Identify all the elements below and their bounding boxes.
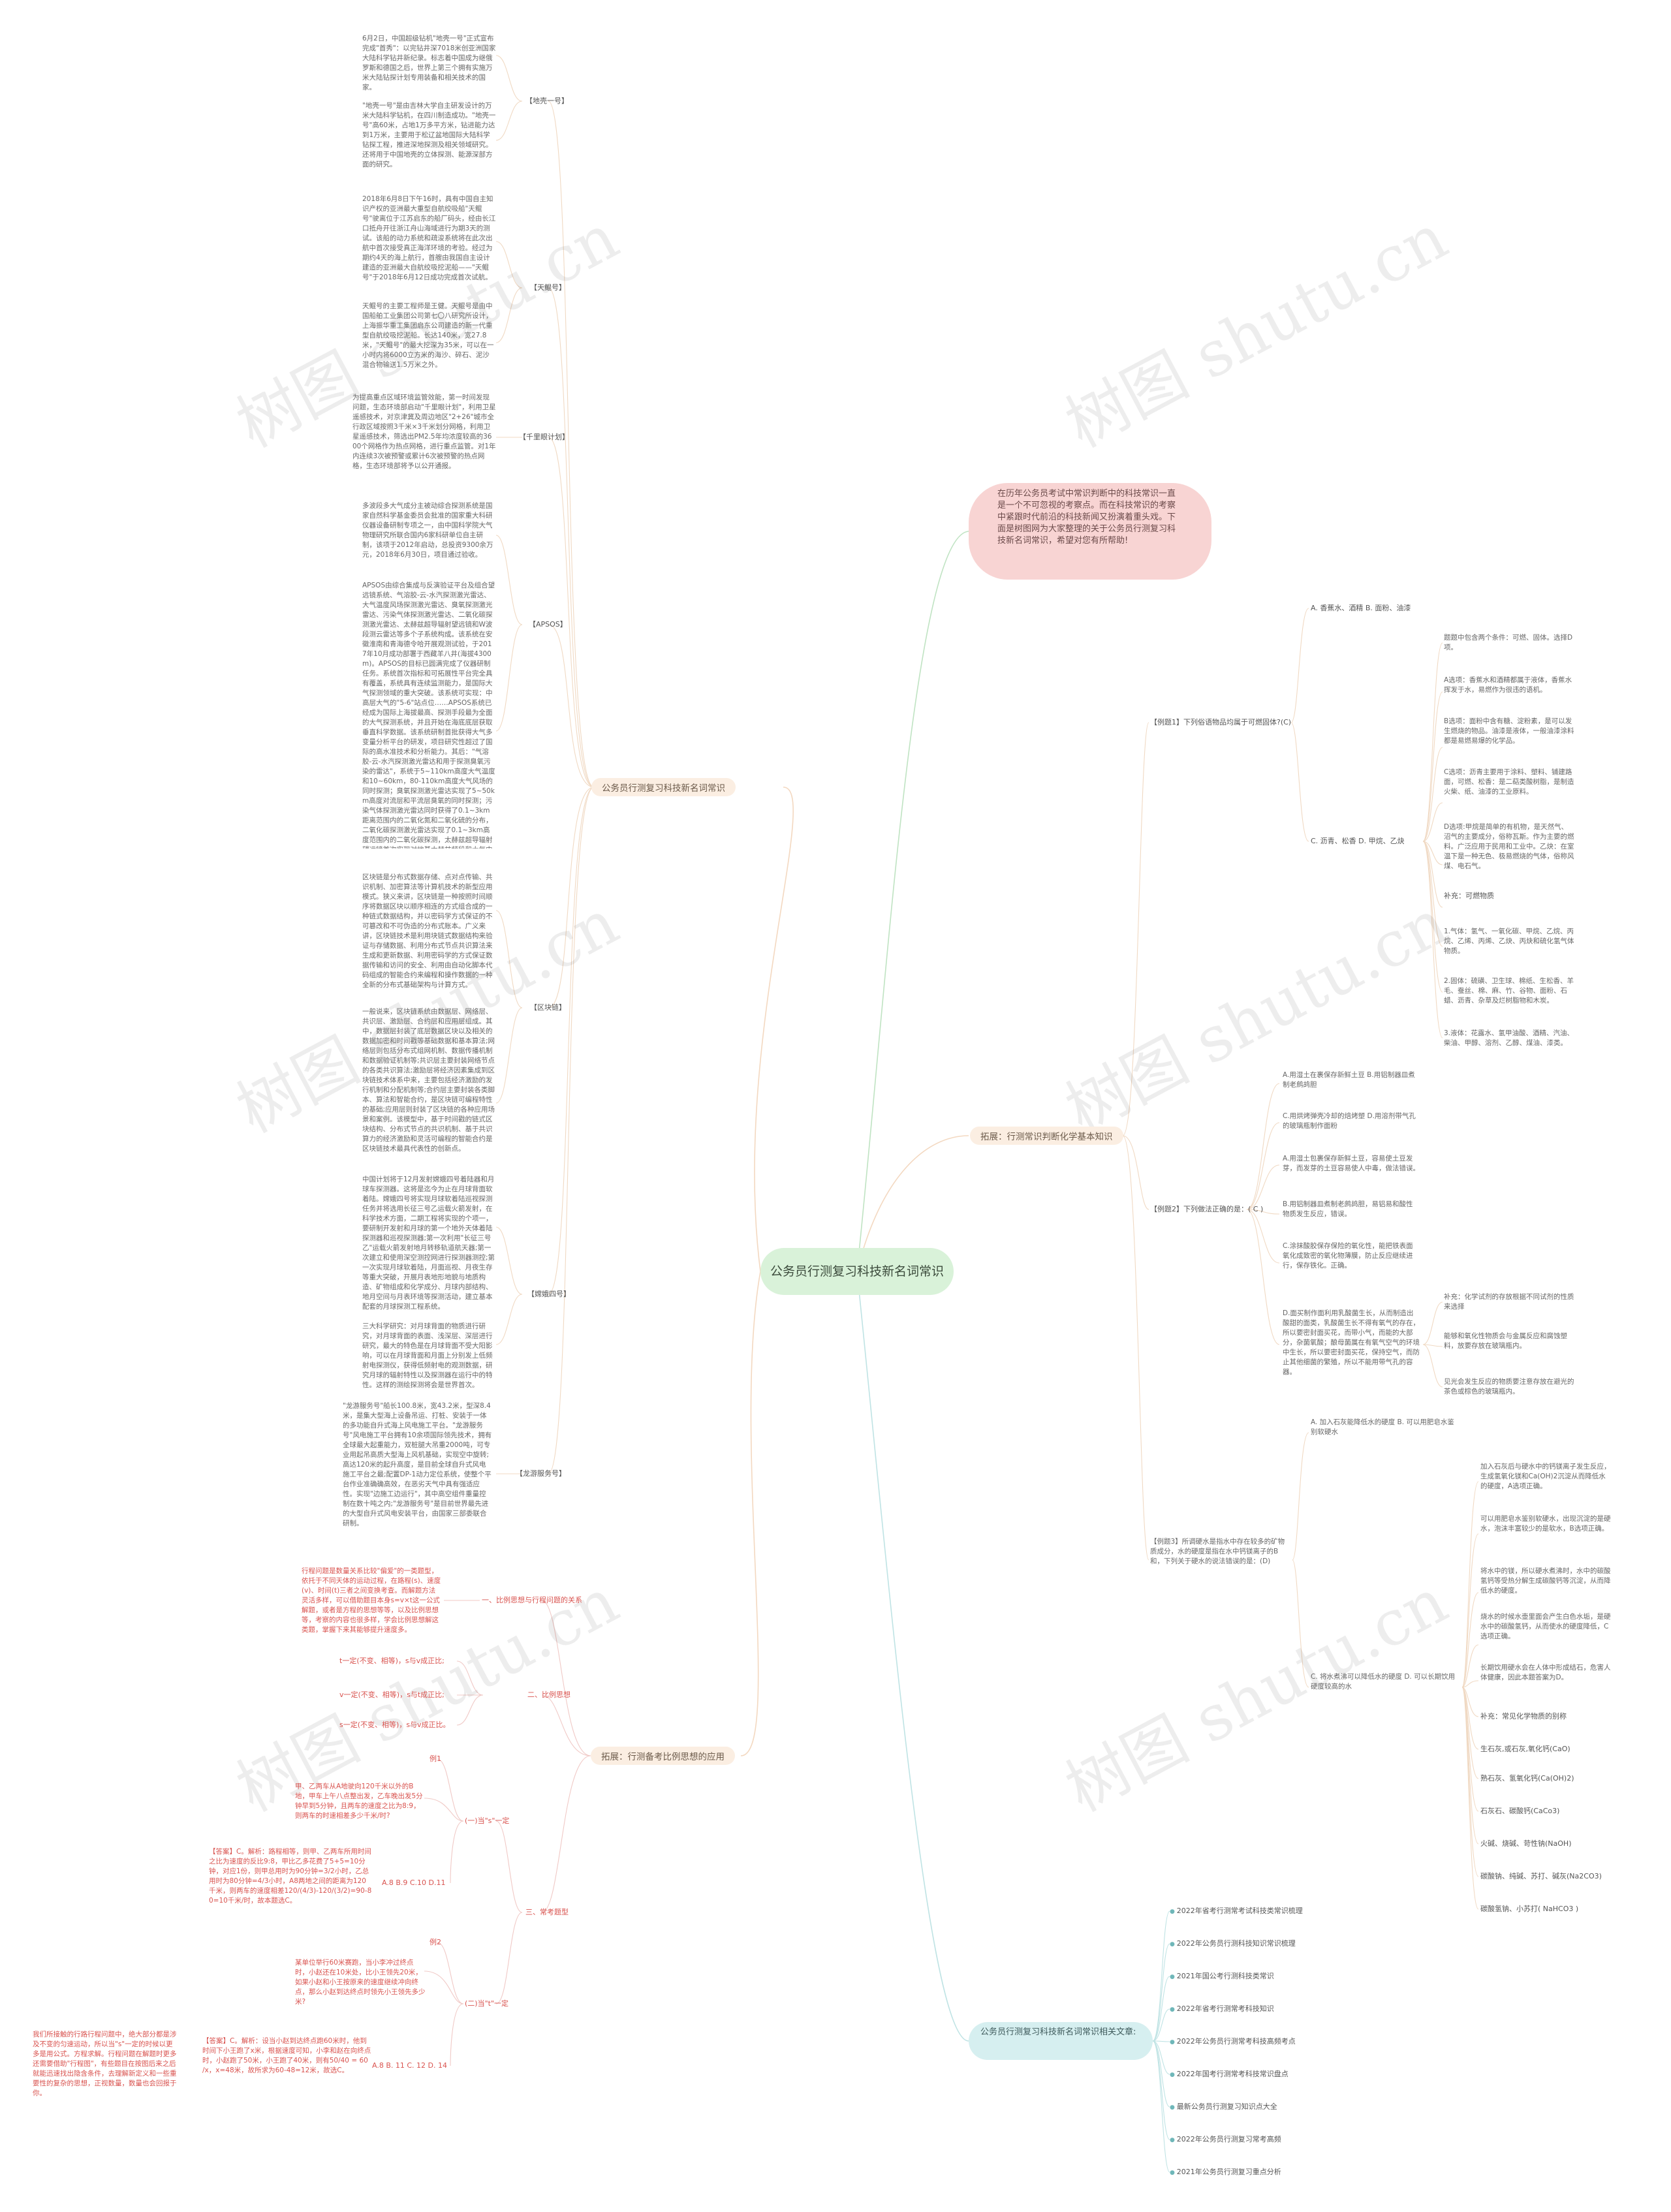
topic-text: 区块链是分布式数据存储、点对点传输、共识机制、加密算法等计算机技术的新型应用模式… <box>362 873 493 989</box>
section-ratio-relation[interactable]: 一、比例思想与行程问题的关系 <box>482 1596 582 1604</box>
branch-label: 拓展：行测常识判断化学基本知识 <box>980 1132 1113 1142</box>
branch-ratio-thinking[interactable]: 拓展：行测备考比例思想的应用 <box>591 1747 735 1765</box>
ratio-intro: 行程问题是数量关系比较"偏爱"的一类题型，依托于不同天体的运动过程，在路程(s)… <box>302 1567 441 1634</box>
example3-note: 生石灰,或石灰,氧化钙(CaO) <box>1480 1745 1570 1753</box>
topic-label-blockchain[interactable]: 【区块链】 <box>530 1003 566 1012</box>
example1-note: 补充：可燃物质 <box>1444 892 1494 900</box>
ratio-rule: v一定(不变、相等)，s与t成正比; <box>339 1690 445 1699</box>
topic-text: 中国计划将于12月发射嫦娥四号着陆器和月球车探测器。这将是迄今为止在月球背面软着… <box>362 1176 495 1311</box>
topic-text: 为提高重点区域环境监管效能，第一时间发现问题，生态环境部启动"千里眼计划"，利用… <box>352 394 496 470</box>
example3-note: 烧水的时候水壶里面会产生白色水垢，是硬水中的碳酸氢钙，从而使水的硬度降低，C选项… <box>1480 1613 1611 1640</box>
example3-note: 加入石灰后与硬水中的钙镁离子发生反应，生成氢氧化镁和Ca(OH)2沉淀从而降低水… <box>1480 1463 1611 1490</box>
example1-note: C选项：沥青主要用于涂料、塑料、铺建路面，可燃、松香：是二萜类酸树脂，是制造火柴… <box>1444 768 1574 796</box>
watermark: 树图 shutu.cn <box>1054 885 1459 1147</box>
related-article-link[interactable]: 2022年省考行测常考科技知识 <box>1170 2004 1274 2014</box>
branch-tech-terms[interactable]: 公务员行测复习科技新名词常识 <box>591 778 736 796</box>
example1-optA: A. 香蕉水、酒精 B. 面粉、油漆 <box>1311 604 1411 612</box>
example3-note: 补充：常见化学物质的别称 <box>1480 1712 1567 1721</box>
example2-label[interactable]: 【例题2】下列做法正确的是：( C ) <box>1150 1205 1264 1213</box>
section-common-questions[interactable]: 三、常考题型 <box>525 1908 569 1916</box>
example1-note: 题题中包含两个条件：可燃、固体。选择D项。 <box>1444 634 1573 651</box>
section-ratio-thinking[interactable]: 二、比例思想 <box>527 1690 570 1699</box>
related-article-link[interactable]: 2022年公务员行测科技知识常识梳理 <box>1170 1939 1296 1949</box>
related-article-link[interactable]: 最新公务员行测复习知识点大全 <box>1170 2102 1277 2112</box>
example2-option: C.涂抹酸胶保存保险的氧化性，能把铁表面氧化成致密的氧化物薄膜，防止反应继续进行… <box>1283 1242 1413 1270</box>
example1-note: A选项：香蕉水和酒精都属于液体，香蕉水挥发于水，易燃作为很违的语机。 <box>1444 676 1572 694</box>
related-articles-node[interactable]: 公务员行测复习科技新名词常识相关文章: <box>969 2022 1153 2060</box>
branch-chemistry[interactable]: 拓展：行测常识判断化学基本知识 <box>970 1127 1123 1145</box>
question-type-t[interactable]: (二)当"t"一定 <box>465 1999 509 2008</box>
topic-text: 天鲲号的主要工程师是王健。天鲲号是由中国船舶工业集团公司第七〇八研究所设计，上海… <box>362 302 494 369</box>
example1-note: B选项：面粉中含有糖、淀粉素，是可以发生燃烧的物品。油漆是液体，一般油漆涂料都是… <box>1444 717 1574 745</box>
example-question: 某单位举行60米赛跑，当小李冲过终点时，小赵还在10米处，比小王领先20米，如果… <box>295 1959 426 2006</box>
branch-label: 拓展：行测备考比例思想的应用 <box>601 1752 725 1762</box>
example1-optC: C. 沥青、松香 D. 甲烷、乙炔 <box>1311 837 1405 845</box>
topic-text: APSOS由综合集成与反演验证平台及组合望远镜系统、气溶胶-云-水汽探测激光雷达… <box>362 582 495 849</box>
branch-label: 公务员行测复习科技新名词常识 <box>602 783 725 794</box>
intro-text: 在历年公务员考试中常识判断中的科技常识一直是一个不可忽视的考察点。而在科技常识的… <box>997 489 1176 546</box>
topic-text: 一般说来，区块链系统由数据层、网络层、共识层、激励层、合约层和应用层组成。其中，… <box>362 1008 495 1153</box>
example3-note: 熟石灰、氢氧化钙(Ca(OH)2) <box>1480 1774 1574 1783</box>
topic-label-change4[interactable]: 【嫦娥四号】 <box>527 1290 570 1298</box>
example3-note: 可以用肥皂水鉴别软硬水，出现沉淀的是硬水，泡沫丰富较少的是软水，B选项正确。 <box>1480 1515 1611 1533</box>
example3-note: 火碱、烧碱、苛性钠(NaOH) <box>1480 1839 1572 1848</box>
related-label: 公务员行测复习科技新名词常识相关文章: <box>980 2027 1136 2037</box>
example-answer: 【答案】C。解析：设当小赵到达终点跑60米时，他到时间下小王跑了x米，根据速度可… <box>202 2037 371 2074</box>
topic-label-qianli[interactable]: 【千里眼计划】 <box>519 433 569 441</box>
example1-label[interactable]: 【例题1】下列俗语物品均属于可燃固体?(C) <box>1150 718 1292 726</box>
example1-note: 2.固体：硫磺、卫生球、棉纸、生松香、羊毛、蚕丝、棉、麻、竹、谷物、面粉、石蜡、… <box>1444 977 1574 1005</box>
topic-label-longyou[interactable]: 【龙游服务号】 <box>516 1469 566 1478</box>
topic-text: 6月2日，中国超级钻机"地壳一号"正式宣布完成"首秀"：以完钻井深7018米创亚… <box>362 35 496 91</box>
topic-text: 2018年6月8日下午16时，具有中国自主知识产权的亚洲最大重型自航绞吸船"天鲲… <box>362 195 496 281</box>
related-article-link[interactable]: 2022年省考行测常考试科技类常识梳理 <box>1170 1907 1303 1916</box>
example2-option: C.用烘烤弹壳冷却的焙烤塑 D.用溶剂带气孔的玻璃瓶制作面粉 <box>1283 1112 1416 1130</box>
example3-optA: A. 加入石灰能降低水的硬度 B. 可以用肥皂水鉴别软硬水 <box>1311 1418 1454 1436</box>
topic-text: "龙游服务号"船长100.8米，宽43.2米，型深8.4米，是集大型海上设备吊运… <box>343 1402 492 1527</box>
ratio-rule: s一定(不变、相等)，s与v成正比。 <box>339 1721 450 1729</box>
example3-note: 石灰石、碳酸钙(CaCo3) <box>1480 1807 1560 1815</box>
related-article-link[interactable]: 2022年公务员行测常考科技高频考点 <box>1170 2037 1296 2047</box>
related-article-link[interactable]: 2021年公务员行测复习重点分析 <box>1170 2168 1281 2177</box>
example1-note: D选项:甲烷是简单的有机物，是天然气、沼气的主要成分，俗称瓦斯。作为主要的燃料。… <box>1444 823 1574 870</box>
root-label: 公务员行测复习科技新名词常识 <box>770 1264 944 1279</box>
topic-label-dike[interactable]: 【地壳一号】 <box>525 97 569 105</box>
watermark: 树图 shutu.cn <box>1054 200 1459 462</box>
topic-label-tiankun[interactable]: 【天鲲号】 <box>530 283 566 292</box>
related-article-link[interactable]: 2022年国考行测常考科技常识盘点 <box>1170 2070 1288 2080</box>
example2-option: A.用湿土在裹保存新鲜土豆 B.用铝制器皿煮制老鹧鸪胆 <box>1283 1071 1415 1089</box>
example3-note: 将水中的镁，所以硬水煮沸时，水中的碳酸氢钙等受热分解生成碳酸钙等沉淀，从而降低水… <box>1480 1567 1611 1595</box>
topic-label-apsos[interactable]: 【APSOS】 <box>529 620 567 629</box>
topic-text: "地壳一号"是由吉林大学自主研发设计的万米大陆科学钻机，在四川制造成功。"地壳一… <box>362 102 496 168</box>
example-answer: 【答案】C。解析：路程相等，则甲、乙两车所用时间之比为速度的反比9:8，甲比乙多… <box>209 1848 372 1905</box>
example2-supplement: 能够和氧化性物质会与金属反应和腐蚀塑料，放要存放在玻璃瓶内。 <box>1444 1332 1567 1350</box>
example-side-note: 我们所接触的行路行程问题中，绝大部分都是涉及不变的匀速运动，所以当"s"一定的时… <box>33 2031 177 2097</box>
example2-supplement: 见光会发生反应的物质要注意存放在避光的茶色或棕色的玻璃瓶内。 <box>1444 1378 1574 1395</box>
topic-text: 多波段多大气成分主被动综合探测系统是国家自然科学基金委员会批准的国家重大科研仪器… <box>362 502 493 559</box>
related-article-link[interactable]: 2021年国公考行测科技类常识 <box>1170 1972 1274 1982</box>
example-label: 例1 <box>429 1754 441 1763</box>
topic-text: 三大科学研究：对月球背面的物质进行研究，对月球背面的表面、浅深层、深层进行研究，… <box>362 1322 493 1389</box>
related-article-link[interactable]: 2022年公务员行测复习常考高频 <box>1170 2135 1281 2145</box>
root-node[interactable]: 公务员行测复习科技新名词常识 <box>760 1248 954 1295</box>
example3-note: 碳酸钠、纯碱、苏打、碱灰(Na2CO3) <box>1480 1872 1602 1880</box>
example-options: A.8 B.9 C.10 D.11 <box>382 1878 446 1887</box>
example2-supplement: 补充：化学试剂的存放根据不同试剂的性质来选择 <box>1444 1293 1574 1311</box>
example1-note: 3.液体：花露水、氢甲油酸、酒精、汽油、柴油、甲醇、溶剂、乙醇、煤油、漆类。 <box>1444 1029 1574 1047</box>
example2-option: A.用湿土包裹保存新鲜土豆，容易使土豆发芽，而发芽的土豆容易使人中毒，做法错误。 <box>1283 1155 1420 1172</box>
intro-node[interactable]: 在历年公务员考试中常识判断中的科技常识一直是一个不可忽视的考察点。而在科技常识的… <box>969 483 1211 580</box>
example2-option: D.面买制作面利用乳酸菌生长，从而制造出酸甜的面类，乳酸菌生长不得有氧气的存在，… <box>1283 1309 1420 1376</box>
example3-note: 碳酸氢钠、小苏打( NaHCO3 ) <box>1480 1905 1579 1913</box>
question-type-s[interactable]: (一)当"s"一定 <box>465 1816 510 1825</box>
example-options: A.8 B. 11 C. 12 D. 14 <box>372 2061 447 2070</box>
example3-optC: C. 将水煮沸可以降低水的硬度 D. 可以长期饮用硬度较高的水 <box>1311 1673 1456 1690</box>
example1-note: 1.气体：氢气、一氧化碳、甲烷、乙烷、丙烷、乙烯、丙烯、乙炔、丙炔和硫化氢气体物… <box>1444 927 1574 955</box>
example-question: 甲、乙两车从A地驶向120千米以外的B地，甲车上午八点整出发，乙车晚出发5分钟早… <box>295 1783 423 1820</box>
ratio-rule: t一定(不变、相等)，s与v成正比; <box>339 1657 445 1665</box>
example2-option: B.用铝制器皿煮制老鹧鸪胆，易铝易和酸性物质发生反应，错误。 <box>1283 1200 1413 1218</box>
example-label: 例2 <box>429 1938 441 1946</box>
example3-note: 长期饮用硬水会在人体中形成结石，危害人体健康，因此本题答案为D。 <box>1480 1664 1611 1681</box>
example3-label[interactable]: 【例题3】所调硬水是指水中存在较多的矿物质成分，水的硬度是指在水中钙镁离子的B和… <box>1150 1538 1285 1565</box>
